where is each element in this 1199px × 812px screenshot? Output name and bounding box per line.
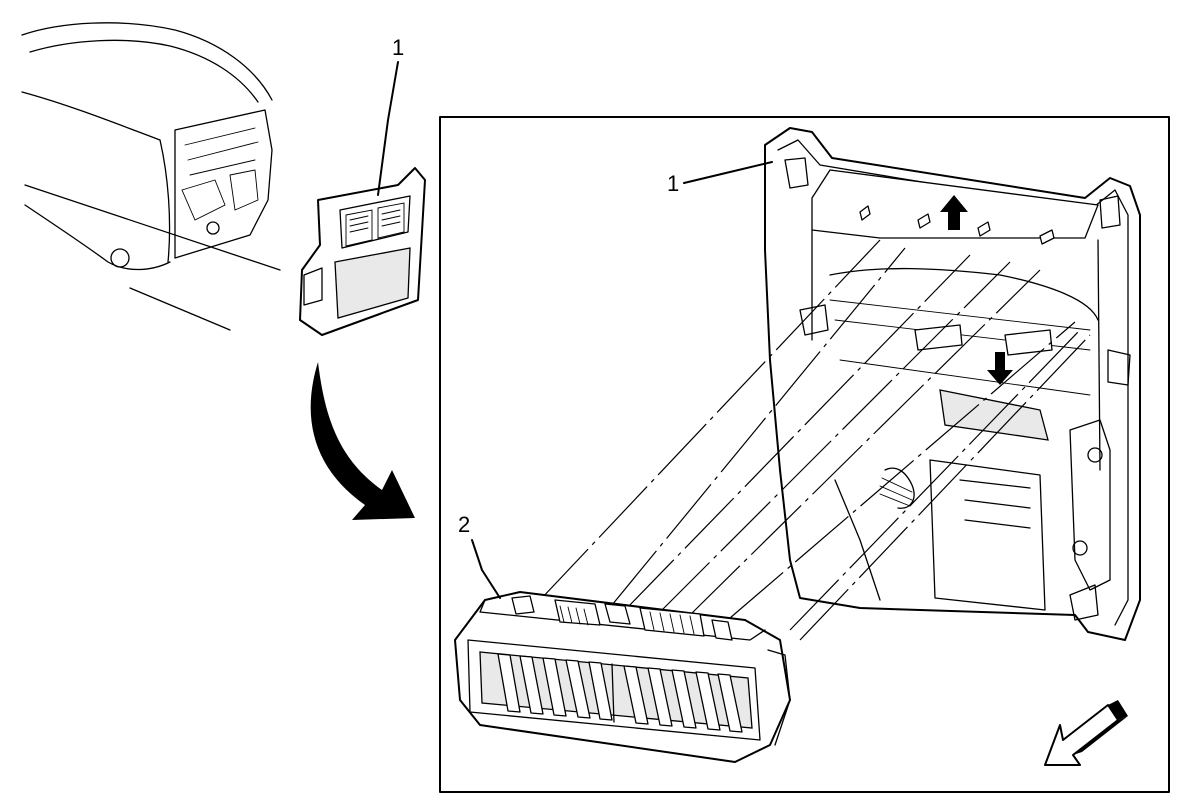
callout-1-detail: 1 bbox=[667, 171, 679, 196]
down-arrow-icon bbox=[987, 352, 1013, 385]
detail-frame bbox=[439, 116, 1170, 793]
vent-housing: 1 bbox=[667, 127, 1141, 641]
overview-vent-bezel: 1 bbox=[299, 35, 426, 336]
outlet-vanes bbox=[497, 653, 743, 733]
callout-2-detail: 2 bbox=[458, 512, 470, 537]
curved-arrow-icon bbox=[310, 362, 415, 520]
instrument-panel-overview bbox=[21, 22, 281, 331]
air-outlet: 2 bbox=[454, 512, 791, 763]
outlet-clips bbox=[511, 595, 733, 641]
direction-arrow-icon bbox=[1044, 700, 1128, 766]
up-arrow-icon bbox=[940, 195, 968, 230]
callout-1-overview: 1 bbox=[392, 35, 404, 60]
alignment-guides bbox=[539, 239, 1091, 641]
